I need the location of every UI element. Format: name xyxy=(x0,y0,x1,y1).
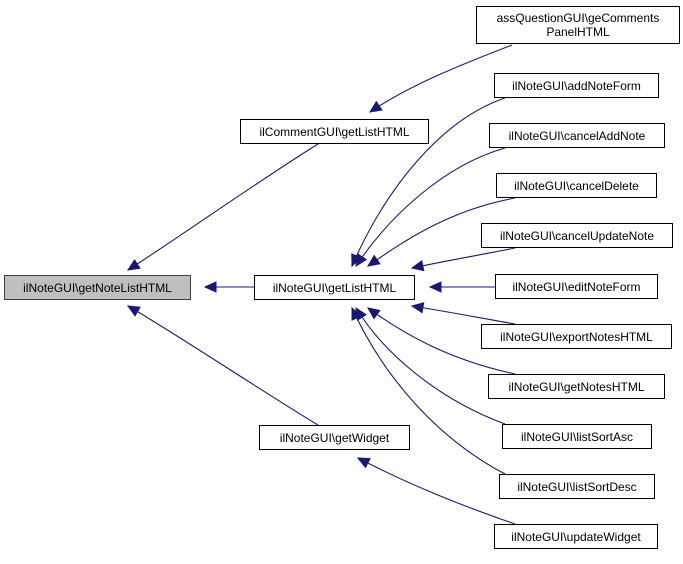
edge-n13-n2 xyxy=(351,307,506,475)
edge-n14-n3 xyxy=(357,457,516,525)
node-ilnotegui-getwidget[interactable]: ilNoteGUI\getWidget xyxy=(259,425,410,450)
node-ilnotegui-getlisthtml[interactable]: ilNoteGUI\getListHTML xyxy=(254,275,415,300)
edge-n6-n2 xyxy=(355,147,506,267)
edge-n5-n2 xyxy=(351,97,506,267)
arrowhead-n13-n2 xyxy=(351,306,363,321)
node-ilnotegui-getnotelisthtml[interactable]: ilNoteGUI\getNoteListHTML xyxy=(4,275,191,300)
edge-n7-n2 xyxy=(367,197,516,267)
arrowhead-n3-n0 xyxy=(126,305,141,317)
node-ilnotegui-getnoteshtml[interactable]: ilNoteGUI\getNotesHTML xyxy=(488,374,665,399)
arrowhead-n11-n2 xyxy=(367,307,381,320)
node-ilnotegui-canceldelete[interactable]: ilNoteGUI\cancelDelete xyxy=(496,173,657,198)
edge-n1-n0 xyxy=(127,143,319,271)
node-ilnotegui-editnoteform[interactable]: ilNoteGUI\editNoteForm xyxy=(495,274,658,299)
node-ilnotegui-listsortasc[interactable]: ilNoteGUI\listSortAsc xyxy=(502,424,652,449)
arrowhead-n7-n2 xyxy=(367,254,381,267)
edge-n11-n2 xyxy=(367,307,516,375)
edge-n10-n2 xyxy=(411,305,516,325)
arrowhead-n14-n3 xyxy=(356,457,371,469)
node-ilnotegui-canceladdnote[interactable]: ilNoteGUI\cancelAddNote xyxy=(489,123,665,148)
edge-n12-n2 xyxy=(355,307,506,425)
node-ilnotegui-cancelupdatenote[interactable]: ilNoteGUI\cancelUpdateNote xyxy=(481,223,673,248)
arrowhead-n10-n2 xyxy=(410,302,425,314)
arrowhead-n8-n2 xyxy=(410,259,425,272)
edge-n8-n2 xyxy=(411,247,516,269)
arrowhead-n9-n2 xyxy=(428,281,442,293)
node-ilnotegui-exportnoteshtml[interactable]: ilNoteGUI\exportNotesHTML xyxy=(481,324,672,349)
arrowhead-n2-n0 xyxy=(203,281,217,293)
arrowhead-n4-n1 xyxy=(368,100,383,113)
edge-n3-n0 xyxy=(127,305,319,426)
node-ilnotegui-updatewidget[interactable]: ilNoteGUI\updateWidget xyxy=(494,524,658,549)
arrowhead-n1-n0 xyxy=(126,258,141,271)
node-ilcommentgui-getlisthtml[interactable]: ilCommentGUI\getListHTML xyxy=(240,119,429,144)
edge-n4-n1 xyxy=(369,44,513,113)
node-assquestiongui-gecommentspanelhtml[interactable]: assQuestionGUI\geComments PanelHTML xyxy=(476,6,680,44)
node-ilnotegui-addnoteform[interactable]: ilNoteGUI\addNoteForm xyxy=(494,73,659,98)
node-ilnotegui-listsortdesc[interactable]: ilNoteGUI\listSortDesc xyxy=(499,474,655,499)
arrowhead-n6-n2 xyxy=(355,253,368,268)
